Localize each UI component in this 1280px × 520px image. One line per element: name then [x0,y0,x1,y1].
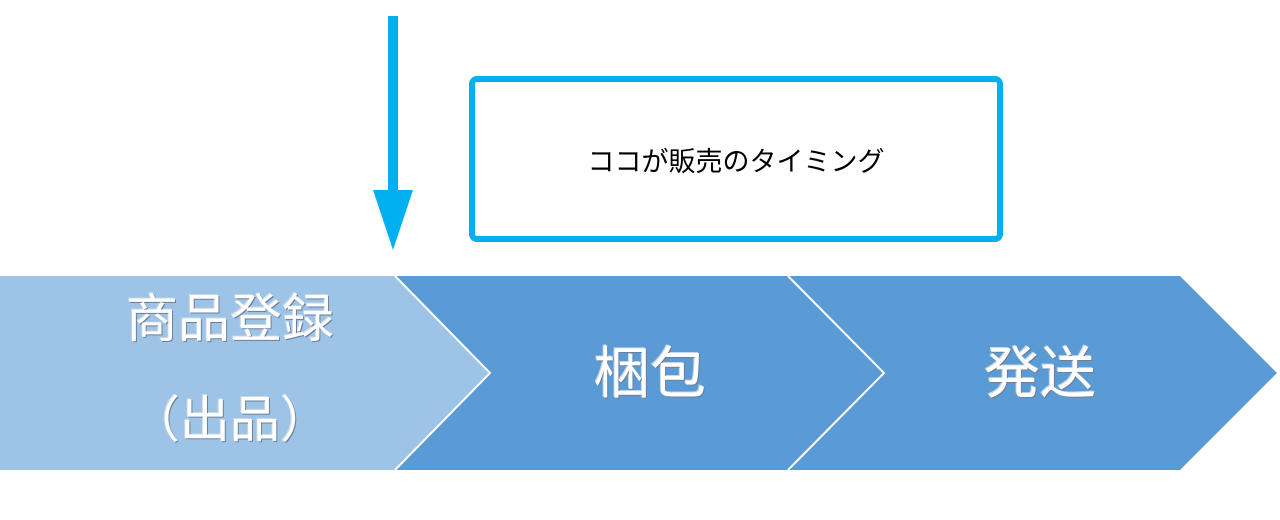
step-chevron-listing [0,276,490,470]
step-separator [787,275,886,471]
step-chevron-shipping [788,276,1277,470]
timing-callout-box: ココが販売のタイミング [469,76,1003,242]
step-label-shipping: 発送 [984,342,1096,407]
timing-callout-text: ココが販売のタイミング [587,146,885,178]
step-label-packing: 梱包 [594,342,706,407]
step-sublabel-listing: （出品） [130,391,330,449]
step-separator [394,275,492,471]
step-chevron-packing [395,276,884,470]
arrow-down-icon [373,16,413,250]
step-label-listing: 商品登録 [125,290,334,350]
